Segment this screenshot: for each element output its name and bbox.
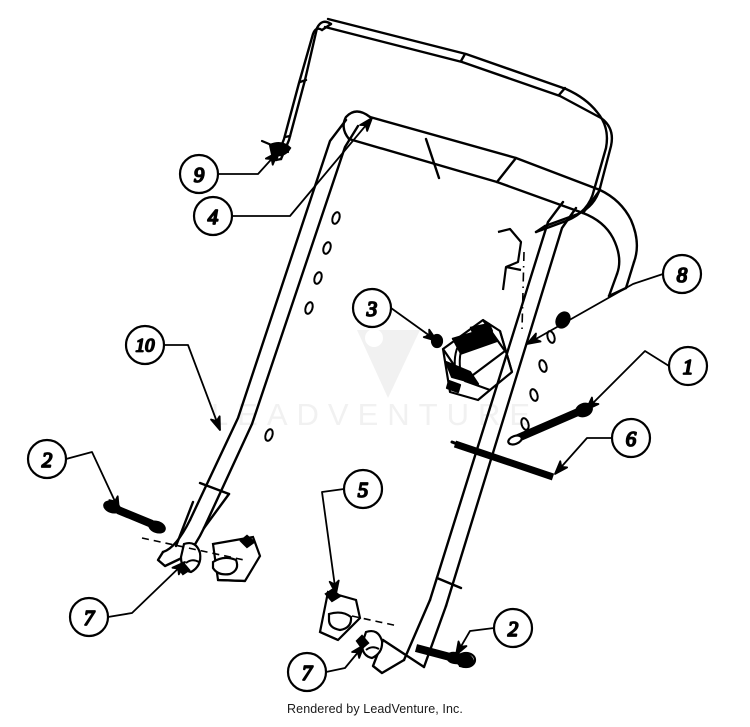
callout-4-bubble[interactable]: [192, 195, 234, 237]
callout-5-label: 5: [358, 478, 369, 502]
callout-7-bottom-label: 7: [302, 661, 314, 685]
callout-1-arrowhead: [585, 396, 600, 411]
callout-4-arrowhead: [359, 117, 373, 132]
callout-2-left[interactable]: 2: [26, 438, 123, 512]
callout-layer: 94 10 3 8 1 6 2 7 5 7 2: [26, 115, 709, 693]
callout-4-leader-line: [232, 117, 373, 217]
callout-3-label: 3: [366, 297, 378, 321]
left-carriage-bolt: [103, 500, 166, 534]
callout-7-bottom-arrowhead: [351, 644, 365, 659]
right-lower-handle-tube: [371, 200, 578, 675]
callout-9-bubble[interactable]: [178, 153, 220, 195]
right-handle-lever: [318, 588, 362, 642]
left-knob-lever-alignment: [141, 537, 245, 561]
watermark-text: LEADVENTURE: [211, 397, 539, 432]
watermark-group: LEADVENTURE: [211, 300, 539, 432]
callout-8[interactable]: 8: [525, 253, 703, 348]
callout-2-bottom-arrowhead: [455, 640, 468, 656]
callout-2-bottom-bubble[interactable]: [492, 607, 534, 649]
callout-8-arrowhead: [526, 332, 542, 345]
upper-control-bail-bar: [274, 17, 614, 234]
callout-7-left-leader-line: [107, 561, 186, 618]
callout-1-bubble[interactable]: [667, 345, 709, 387]
callout-2-left-label: 2: [42, 448, 53, 472]
callout-10-label: 10: [136, 336, 156, 357]
callout-6-leader-line: [554, 437, 612, 475]
left-tube-detent-holes: [264, 211, 341, 442]
callout-5-leader-line: [321, 488, 345, 595]
callout-6-bubble[interactable]: [610, 417, 652, 459]
callout-8-label: 8: [677, 263, 688, 287]
callout-5-bubble[interactable]: [342, 468, 384, 510]
callout-4-label: 4: [208, 205, 219, 229]
callout-5-arrowhead: [328, 579, 340, 595]
bail-lower-arm: [497, 227, 523, 291]
callout-7-left-label: 7: [84, 606, 96, 630]
callout-2-left-arrowhead: [108, 495, 120, 511]
callout-7-left-bubble[interactable]: [68, 596, 110, 638]
callout-7-left-arrowhead: [171, 561, 186, 576]
callout-3[interactable]: 3: [351, 287, 440, 345]
callout-8-bubble[interactable]: [661, 253, 703, 295]
cable-clip: [260, 139, 292, 157]
callout-10-bubble[interactable]: [124, 324, 166, 366]
callout-10-arrowhead: [210, 415, 221, 431]
callout-4[interactable]: 4: [192, 115, 376, 237]
callout-7-bottom-bubble[interactable]: [286, 651, 328, 693]
callout-9-label: 9: [194, 163, 205, 187]
callout-5[interactable]: 5: [321, 468, 384, 595]
callout-8-leader-line: [526, 273, 664, 345]
callout-1-label: 1: [683, 355, 694, 379]
bottom-lever-knob-alignment: [351, 615, 399, 627]
callout-3-bubble[interactable]: [351, 287, 393, 329]
callout-7-left[interactable]: 7: [68, 559, 188, 638]
callout-9-arrowhead: [264, 151, 279, 166]
callout-1-leader-line: [585, 350, 670, 411]
callout-2-left-bubble[interactable]: [26, 438, 68, 480]
callout-10-leader-line: [164, 344, 221, 431]
callout-2-left-leader-line: [65, 451, 120, 511]
right-adjustment-knob: [355, 629, 384, 660]
callout-10[interactable]: 10: [124, 324, 224, 432]
callout-3-arrowhead: [422, 328, 438, 342]
callout-9[interactable]: 9: [178, 149, 281, 195]
callout-6[interactable]: 6: [552, 417, 652, 477]
callout-6-arrowhead: [554, 460, 569, 475]
handle-fastener-8: [555, 311, 571, 329]
callout-7-bottom[interactable]: 7: [286, 642, 368, 693]
callout-6-label: 6: [626, 427, 637, 451]
callout-1[interactable]: 1: [583, 345, 709, 413]
callout-2-bottom[interactable]: 2: [452, 607, 534, 657]
callout-2-bottom-label: 2: [508, 617, 519, 641]
control-housing-bracket: [441, 318, 514, 402]
assembly-reference-line: [521, 251, 525, 331]
footer-attribution: Rendered by LeadVenture, Inc.: [287, 702, 463, 716]
lower-mounting-rod: [450, 440, 555, 481]
